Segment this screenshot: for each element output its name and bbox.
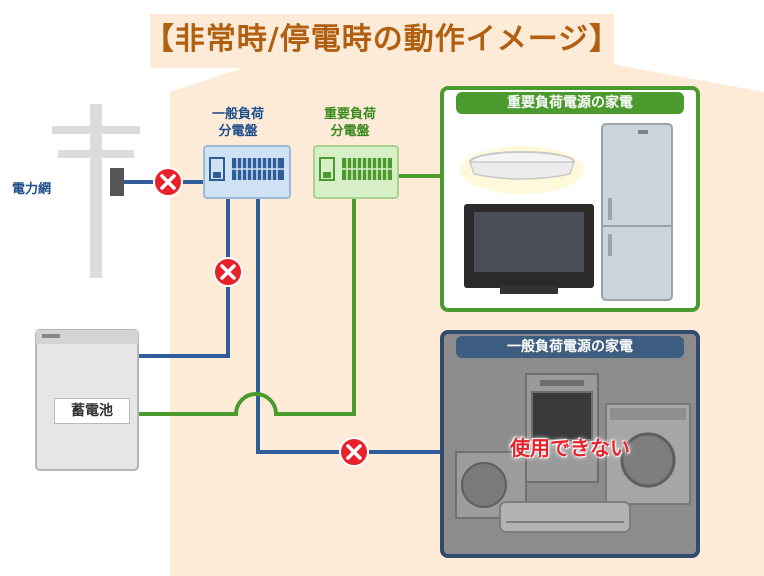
important-appliances-header: 重要負荷電源の家電: [456, 92, 684, 114]
general-panel-label-line2: 分電盤: [218, 124, 258, 139]
title-banner: [150, 14, 614, 68]
utility-pole-icon: [52, 104, 140, 278]
important-line-wiring: [136, 174, 446, 416]
page-title: 【非常時/停電時の動作イメージ】: [143, 22, 621, 57]
refrigerator-icon: [601, 123, 673, 301]
blocked-general-appliances-icon: [339, 437, 369, 467]
important-panel-label-line1: 重要負荷: [323, 107, 376, 122]
important-panel-label: 重要負荷 分電盤: [308, 106, 392, 140]
general-panel-label-line1: 一般負荷: [211, 107, 264, 122]
oven-icon: [525, 373, 599, 483]
television-icon: [464, 204, 594, 294]
general-panel-label: 一般負荷 分電盤: [196, 106, 280, 140]
blocked-battery-general-icon: [213, 257, 243, 287]
battery-label: 蓄電池: [54, 398, 130, 424]
washing-machine-icon: [605, 403, 691, 505]
air-conditioner-indoor-unit-icon: [499, 501, 631, 533]
power-grid-label: 電力網: [12, 182, 52, 197]
general-panel-icon: [203, 145, 291, 199]
ceiling-light-icon: [460, 146, 584, 194]
unusable-status-text: 使用できない: [510, 436, 630, 460]
general-appliances-header: 一般負荷電源の家電: [456, 336, 684, 358]
important-panel-icon: [313, 145, 399, 199]
blocked-grid-icon: [153, 167, 183, 197]
important-panel-label-line2: 分電盤: [330, 124, 370, 139]
